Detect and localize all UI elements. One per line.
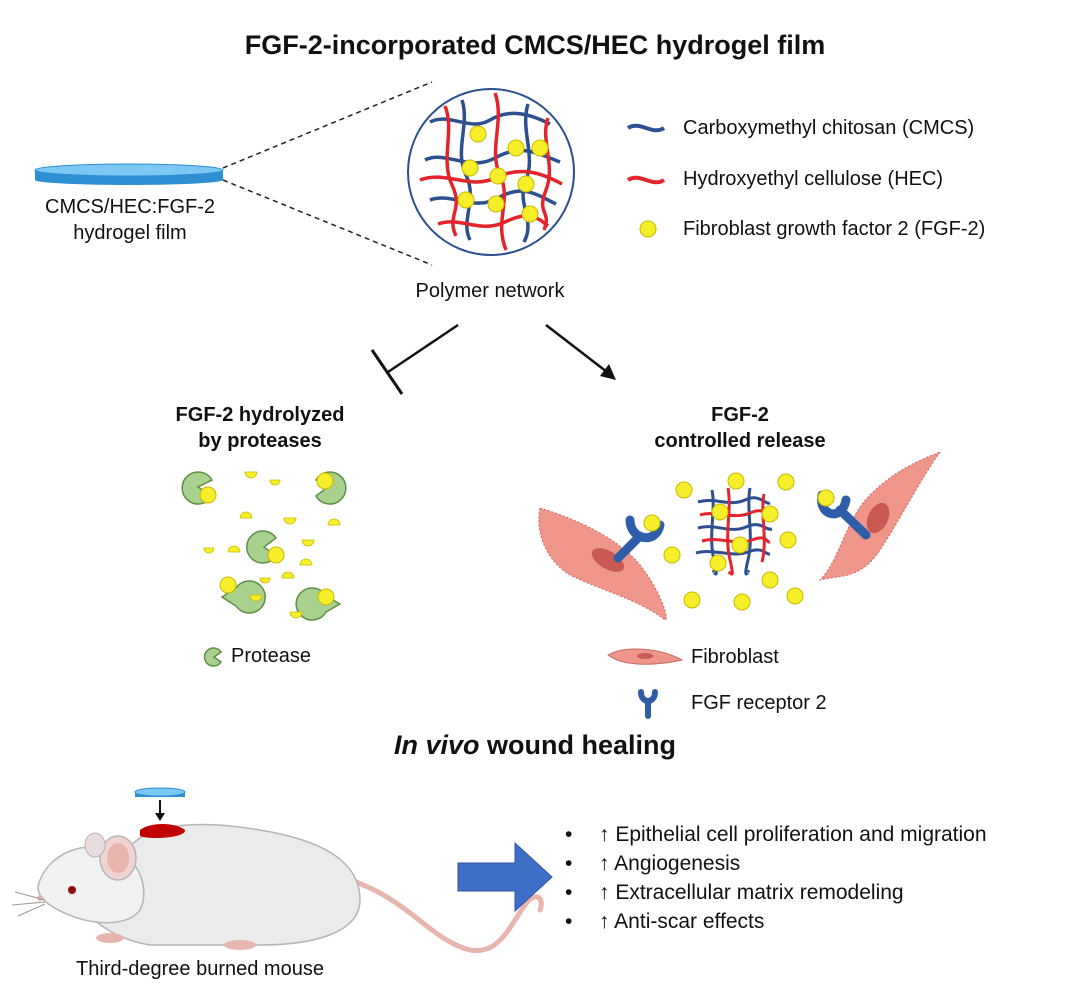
diagram-title: FGF-2-incorporated CMCS/HEC hydrogel fil… <box>244 30 826 60</box>
inhibition-arrow <box>370 323 459 395</box>
fgf2-legend-label: Fibroblast growth factor 2 (FGF-2) <box>683 218 986 240</box>
mouse-label: Third-degree burned mouse <box>76 958 324 980</box>
network-label: Polymer network <box>415 280 565 302</box>
fgf2-legend-icon <box>639 220 657 238</box>
apply-arrow <box>155 800 165 821</box>
right-branch-title: FGF-2 controlled release <box>620 402 860 454</box>
effects-list: •↑ Epithelial cell proliferation and mig… <box>565 820 987 936</box>
effect-text: ↑ Anti-scar effects <box>599 910 765 933</box>
zoom-line-top <box>222 81 433 169</box>
right-branch-title-line1: FGF-2 <box>711 404 769 426</box>
polymer-network-circle <box>407 88 575 256</box>
cmcs-legend-icon <box>626 123 666 133</box>
section-title-rest: wound healing <box>479 730 677 760</box>
left-branch-title-line2: by proteases <box>198 430 322 452</box>
section-title: In vivo wound healing <box>0 730 1070 761</box>
left-branch-title-line1: FGF-2 hydrolyzed <box>175 404 345 426</box>
effect-text: ↑ Extracellular matrix remodeling <box>599 881 904 904</box>
release-arrow <box>545 324 616 380</box>
receptor-legend-icon <box>638 689 658 719</box>
effect-item: •↑ Angiogenesis <box>565 849 987 878</box>
outcome-arrow <box>457 841 553 913</box>
effect-text: ↑ Angiogenesis <box>599 852 741 875</box>
receptor-legend-label: FGF receptor 2 <box>691 692 827 714</box>
protease-legend-label: Protease <box>231 645 312 667</box>
protease-cluster <box>181 471 347 621</box>
hydrogel-film-disc <box>34 163 224 185</box>
mouse-illustration <box>11 823 544 953</box>
effect-text: ↑ Epithelial cell proliferation and migr… <box>599 823 987 846</box>
section-title-italic: In vivo <box>393 730 480 760</box>
hec-legend-label: Hydroxyethyl cellulose (HEC) <box>683 168 944 190</box>
film-label-line1: CMCS/HEC:FGF-2 <box>45 196 215 218</box>
hec-legend-icon <box>626 175 666 185</box>
applied-film-disc <box>134 787 186 797</box>
right-branch-title-line2: controlled release <box>654 430 826 452</box>
zoom-line-bottom <box>222 179 433 266</box>
left-branch-title: FGF-2 hydrolyzed by proteases <box>140 402 380 454</box>
film-label: CMCS/HEC:FGF-2 hydrogel film <box>20 194 240 246</box>
effect-item: •↑ Extracellular matrix remodeling <box>565 878 987 907</box>
film-label-line2: hydrogel film <box>73 222 187 244</box>
controlled-release-scene <box>538 450 942 621</box>
protease-legend-icon <box>203 647 223 667</box>
effect-item: •↑ Anti-scar effects <box>565 907 987 936</box>
effect-item: •↑ Epithelial cell proliferation and mig… <box>565 820 987 849</box>
cmcs-legend-label: Carboxymethyl chitosan (CMCS) <box>683 117 975 139</box>
fibroblast-legend-label: Fibroblast <box>691 646 779 668</box>
